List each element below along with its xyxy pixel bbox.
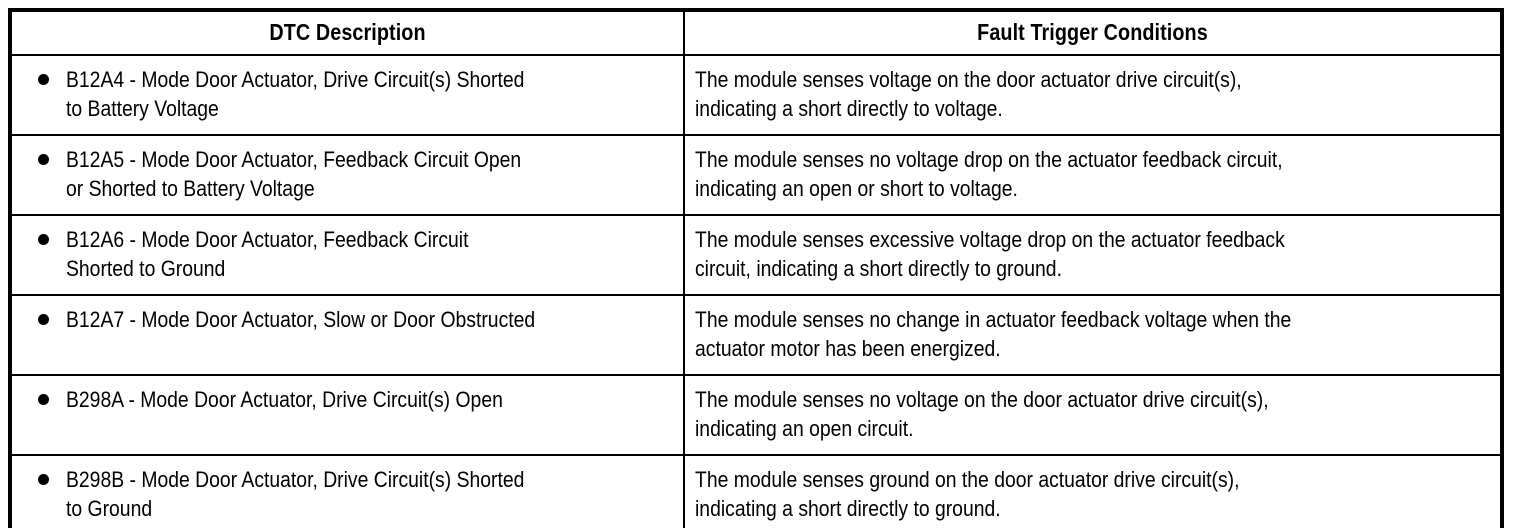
fault-trigger-conditions-text: The module senses no voltage drop on the…	[695, 147, 1283, 201]
fault-trigger-conditions-text: The module senses ground on the door act…	[695, 467, 1240, 521]
cell-dtc-description: B12A7 - Mode Door Actuator, Slow or Door…	[9, 294, 685, 376]
dtc-description-text: B298B - Mode Door Actuator, Drive Circui…	[66, 467, 525, 521]
bullet-icon	[38, 154, 49, 165]
dtc-description-content: B12A6 - Mode Door Actuator, Feedback Cir…	[12, 216, 683, 291]
dtc-description-text: B298A - Mode Door Actuator, Drive Circui…	[66, 387, 503, 412]
table-row: B298B - Mode Door Actuator, Drive Circui…	[9, 454, 1503, 528]
column-header-fault-trigger-conditions: Fault Trigger Conditions	[683, 9, 1503, 56]
column-header-dtc-description: DTC Description	[9, 9, 685, 56]
cell-fault-trigger-conditions: The module senses voltage on the door ac…	[683, 54, 1503, 136]
dtc-description-content: B12A5 - Mode Door Actuator, Feedback Cir…	[12, 136, 683, 211]
bullet-icon	[38, 314, 49, 325]
bullet-icon	[38, 234, 49, 245]
cell-dtc-description: B12A5 - Mode Door Actuator, Feedback Cir…	[9, 134, 685, 216]
table-row: B298A - Mode Door Actuator, Drive Circui…	[9, 374, 1503, 456]
fault-trigger-conditions-text: The module senses voltage on the door ac…	[695, 67, 1242, 121]
bullet-icon	[38, 394, 49, 405]
dtc-description-content: B12A4 - Mode Door Actuator, Drive Circui…	[12, 56, 683, 131]
dtc-description-content: B298B - Mode Door Actuator, Drive Circui…	[12, 456, 683, 528]
table-header: DTC Description Fault Trigger Conditions	[9, 9, 1503, 56]
cell-fault-trigger-conditions: The module senses excessive voltage drop…	[683, 214, 1503, 296]
fault-trigger-conditions-content: The module senses voltage on the door ac…	[685, 56, 1500, 131]
fault-trigger-conditions-text: The module senses no change in actuator …	[695, 307, 1292, 361]
column-header-fault-trigger-conditions-label: Fault Trigger Conditions	[977, 19, 1208, 46]
fault-trigger-conditions-content: The module senses no change in actuator …	[685, 296, 1500, 371]
cell-fault-trigger-conditions: The module senses no voltage on the door…	[683, 374, 1503, 456]
dtc-description-text: B12A7 - Mode Door Actuator, Slow or Door…	[66, 307, 536, 332]
dtc-description-text: B12A4 - Mode Door Actuator, Drive Circui…	[66, 67, 525, 121]
column-header-dtc-description-label: DTC Description	[269, 19, 426, 46]
fault-trigger-conditions-content: The module senses no voltage drop on the…	[685, 136, 1500, 211]
fault-trigger-conditions-text: The module senses excessive voltage drop…	[695, 227, 1285, 281]
table-body: B12A4 - Mode Door Actuator, Drive Circui…	[9, 54, 1503, 528]
table-row: B12A7 - Mode Door Actuator, Slow or Door…	[9, 294, 1503, 376]
cell-fault-trigger-conditions: The module senses no voltage drop on the…	[683, 134, 1503, 216]
table-row: B12A4 - Mode Door Actuator, Drive Circui…	[9, 54, 1503, 136]
dtc-description-text: B12A5 - Mode Door Actuator, Feedback Cir…	[66, 147, 522, 201]
table-row: B12A5 - Mode Door Actuator, Feedback Cir…	[9, 134, 1503, 216]
fault-trigger-conditions-content: The module senses ground on the door act…	[685, 456, 1500, 528]
cell-dtc-description: B298B - Mode Door Actuator, Drive Circui…	[9, 454, 685, 528]
table-header-row: DTC Description Fault Trigger Conditions	[9, 9, 1503, 56]
fault-trigger-conditions-text: The module senses no voltage on the door…	[695, 387, 1269, 441]
cell-dtc-description: B12A6 - Mode Door Actuator, Feedback Cir…	[9, 214, 685, 296]
dtc-description-text: B12A6 - Mode Door Actuator, Feedback Cir…	[66, 227, 469, 281]
cell-dtc-description: B12A4 - Mode Door Actuator, Drive Circui…	[9, 54, 685, 136]
bullet-icon	[38, 74, 49, 85]
dtc-description-content: B298A - Mode Door Actuator, Drive Circui…	[12, 376, 683, 422]
dtc-fault-trigger-table: DTC Description Fault Trigger Conditions…	[8, 8, 1504, 528]
table-row: B12A6 - Mode Door Actuator, Feedback Cir…	[9, 214, 1503, 296]
cell-dtc-description: B298A - Mode Door Actuator, Drive Circui…	[9, 374, 685, 456]
fault-trigger-conditions-content: The module senses no voltage on the door…	[685, 376, 1500, 451]
cell-fault-trigger-conditions: The module senses ground on the door act…	[683, 454, 1503, 528]
cell-fault-trigger-conditions: The module senses no change in actuator …	[683, 294, 1503, 376]
fault-trigger-conditions-content: The module senses excessive voltage drop…	[685, 216, 1500, 291]
bullet-icon	[38, 474, 49, 485]
dtc-description-content: B12A7 - Mode Door Actuator, Slow or Door…	[12, 296, 683, 342]
